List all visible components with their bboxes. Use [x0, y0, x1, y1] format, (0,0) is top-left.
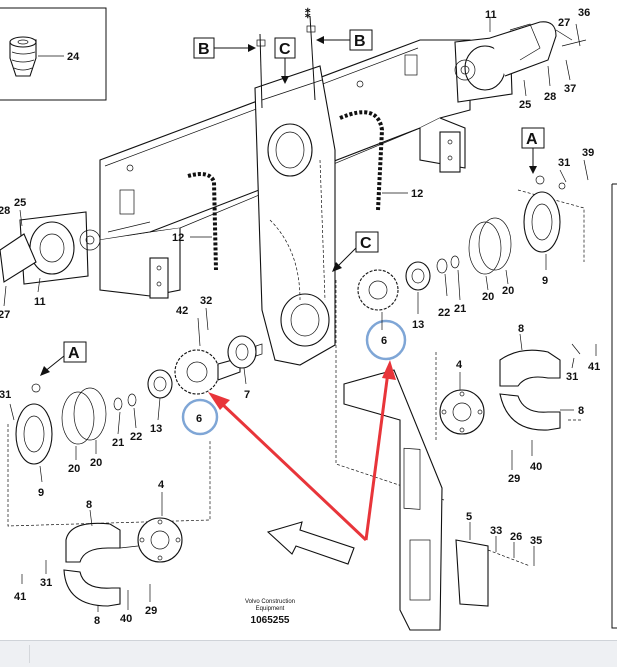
ref-c-mid: C [332, 231, 379, 272]
svg-text:C: C [360, 235, 372, 252]
chains [187, 110, 385, 271]
label-31-r2: 31 [566, 371, 578, 383]
highlight-circle-6-left [181, 398, 219, 436]
ref-b-left: B [193, 37, 256, 59]
label-29-left: 29 [145, 605, 157, 617]
label-39: 39 [582, 147, 594, 159]
label-41-right: 41 [588, 361, 600, 373]
clamp-assembly-right [435, 349, 582, 440]
label-21-left: 21 [112, 437, 124, 449]
exploded-view-drawing: 24 12 12 [0, 7, 617, 631]
label-9-left: 9 [38, 487, 44, 499]
motor-top-right [454, 18, 557, 103]
label-5: 5 [466, 511, 472, 523]
dashed-guide-left [7, 424, 211, 527]
label-31-l2: 31 [40, 577, 52, 589]
label-22-right: 22 [438, 307, 450, 319]
drawing-caption: Volvo Construction Equipment 1065255 [245, 599, 295, 626]
label-8-r2: 8 [578, 405, 584, 417]
label-22-left: 22 [130, 431, 142, 443]
label-13-left: 13 [150, 423, 162, 435]
label-20a-left: 20 [68, 463, 80, 475]
svg-text:⁑: ⁑ [305, 7, 311, 21]
label-21-right: 21 [454, 303, 466, 315]
label-25-top: 25 [519, 99, 531, 111]
label-4-left: 4 [158, 479, 165, 491]
label-9-right: 9 [542, 275, 548, 287]
label-11-left: 11 [34, 296, 46, 308]
highlight-circle-6-right [365, 319, 407, 361]
label-28-top: 28 [544, 91, 556, 103]
ref-c-top: C [274, 37, 296, 84]
right-panel-frame [611, 183, 617, 629]
label-36: 36 [578, 7, 590, 19]
label-13-right: 13 [412, 319, 424, 331]
label-8-right: 8 [518, 323, 524, 335]
label-40-right: 40 [530, 461, 542, 473]
label-20b-right: 20 [502, 285, 514, 297]
caption-line1: Volvo Construction [245, 599, 295, 605]
inset-part-24: 24 [0, 7, 107, 101]
label-20b-left: 20 [90, 457, 102, 469]
caption-line2: Equipment [256, 606, 285, 612]
label-6-right: 6 [381, 335, 387, 347]
label-33: 33 [490, 525, 502, 537]
label-7: 7 [244, 389, 250, 401]
right-parts-row [357, 175, 566, 311]
cover-plate [343, 369, 531, 631]
ref-a-right: A [521, 127, 545, 174]
label-12-left: 12 [172, 232, 184, 244]
status-divider [28, 645, 30, 663]
label-27-top: 27 [558, 17, 570, 29]
ref-b-right: B [316, 29, 373, 51]
svg-text:B: B [198, 41, 210, 58]
motor-left [0, 211, 101, 285]
svg-text:A: A [68, 345, 80, 362]
label-35: 35 [530, 535, 542, 547]
label-8-left: 8 [86, 499, 92, 511]
vertical-arm [254, 65, 336, 366]
label-29-right: 29 [508, 473, 520, 485]
svg-text:B: B [354, 33, 366, 50]
label-42: 42 [176, 305, 188, 317]
parts-diagram: 24 12 12 [0, 7, 617, 631]
label-32: 32 [200, 295, 212, 307]
shaft-assembly-left [15, 335, 263, 465]
red-annotation-arrows [208, 360, 396, 542]
label-40-left: 40 [120, 613, 132, 625]
label-12-right: 12 [411, 188, 423, 200]
label-28-left: 28 [0, 205, 10, 217]
caption-number: 1065255 [251, 615, 290, 626]
label-27-left: 27 [0, 309, 10, 321]
label-31-left: 31 [0, 389, 11, 401]
label-31-right: 31 [558, 157, 570, 169]
clamp-assembly-left [63, 517, 183, 607]
label-41-left: 41 [14, 591, 26, 603]
label-37: 37 [564, 83, 576, 95]
svg-text:A: A [526, 131, 538, 148]
status-bar [0, 640, 617, 667]
label-20a-right: 20 [482, 291, 494, 303]
ref-a-left: A [40, 341, 87, 376]
label-25-left: 25 [14, 197, 26, 209]
label-6-left: 6 [196, 413, 202, 425]
top-bolts: ⁑ [256, 7, 316, 109]
label-4-right: 4 [456, 359, 463, 371]
label-8-l2: 8 [94, 615, 100, 627]
label-26: 26 [510, 531, 522, 543]
label-24: 24 [67, 51, 80, 63]
svg-text:C: C [279, 41, 291, 58]
direction-arrow [266, 521, 355, 565]
label-11-top: 11 [485, 9, 497, 21]
